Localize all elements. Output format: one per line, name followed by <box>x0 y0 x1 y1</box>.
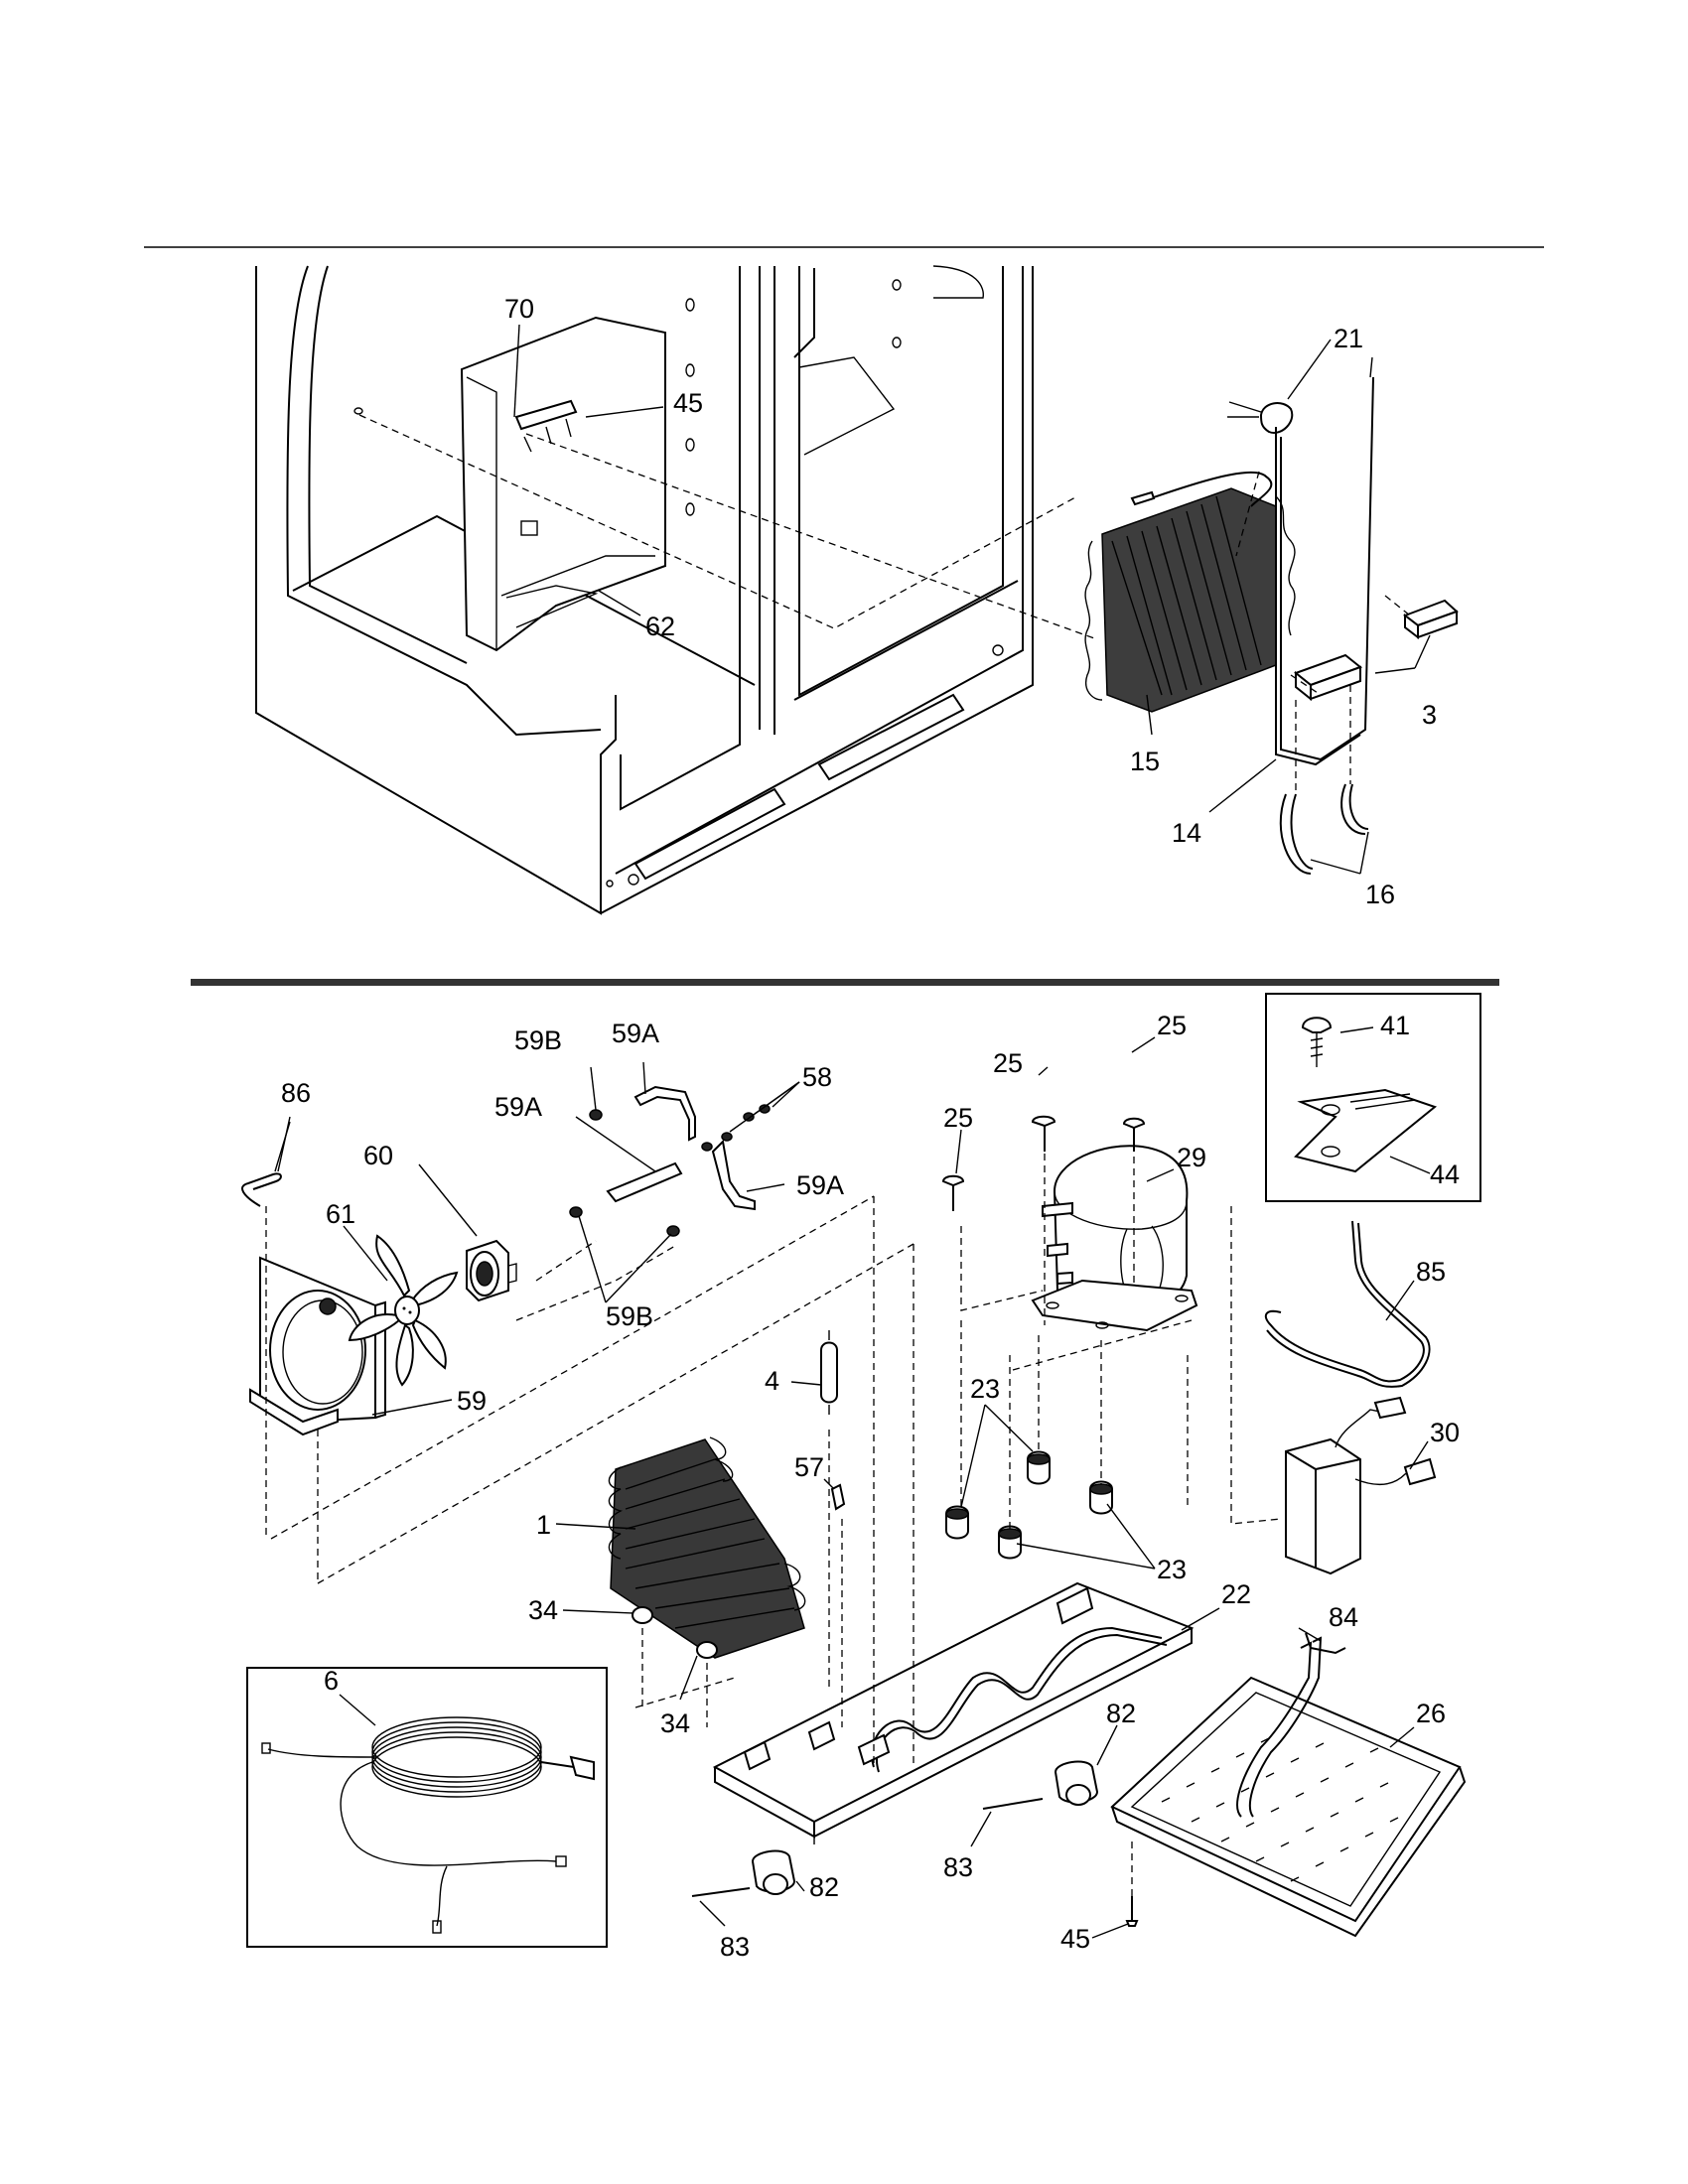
callout-59b-bottom: 59B <box>606 1301 653 1331</box>
base-pan-22 <box>712 1581 1195 1844</box>
bottom-callouts: 86 59B 59A 58 59A 60 61 59A 59B 59 25 25… <box>281 1011 1460 1962</box>
grommets-58 <box>701 1104 771 1152</box>
callout-26: 26 <box>1416 1699 1446 1728</box>
compressor-29 <box>1031 1145 1198 1332</box>
bottom-leaders <box>277 1036 1429 1939</box>
callout-34-bottom: 34 <box>660 1708 690 1738</box>
callout-82-left: 82 <box>809 1872 839 1902</box>
top-leaders <box>513 324 1431 875</box>
drier-4 <box>820 1330 838 1415</box>
spacers-34 <box>632 1606 718 1659</box>
callout-3: 3 <box>1422 700 1437 730</box>
callout-14: 14 <box>1172 818 1201 848</box>
callout-1: 1 <box>536 1510 551 1540</box>
screws-25 <box>941 1115 1146 1211</box>
grommets-23 <box>945 1450 1113 1560</box>
defrost-clips-16 <box>1279 783 1369 875</box>
feet-82 <box>751 1760 1099 1895</box>
fan-shroud-59 <box>249 1256 386 1436</box>
callout-29: 29 <box>1177 1143 1206 1172</box>
callout-84: 84 <box>1329 1602 1358 1632</box>
callout-25-mid: 25 <box>993 1048 1023 1078</box>
callout-25-left: 25 <box>943 1103 973 1133</box>
screw-45-bottom <box>1125 1896 1139 1927</box>
callout-58: 58 <box>802 1062 832 1092</box>
callout-34-top: 34 <box>528 1595 558 1625</box>
drain-tube-85 <box>1264 1220 1431 1388</box>
power-cord-inset: 6 <box>246 1666 608 1948</box>
callout-57: 57 <box>794 1452 824 1482</box>
callout-15: 15 <box>1130 747 1160 776</box>
bottom-guide-lines <box>265 1154 1282 1896</box>
callout-59a-right: 59A <box>796 1170 844 1200</box>
callout-83-left: 83 <box>720 1932 750 1962</box>
callout-22: 22 <box>1221 1579 1251 1609</box>
fan-blade-61 <box>348 1234 459 1387</box>
callout-45: 45 <box>673 388 703 418</box>
section-divider <box>191 979 1499 986</box>
callout-23-top: 23 <box>970 1374 1000 1404</box>
callout-25-right: 25 <box>1157 1011 1187 1040</box>
condenser-coil-1 <box>608 1436 806 1659</box>
callout-59b-top: 59B <box>514 1025 562 1055</box>
cabinet-illustration <box>255 265 1034 915</box>
callout-44: 44 <box>1430 1160 1460 1189</box>
callout-85: 85 <box>1416 1257 1446 1287</box>
terminator-3 <box>1293 599 1459 702</box>
callout-86: 86 <box>281 1078 311 1108</box>
callout-6: 6 <box>324 1666 339 1696</box>
callout-21: 21 <box>1334 324 1363 353</box>
evaporator-coil-15 <box>1084 471 1296 713</box>
callout-82-right: 82 <box>1106 1699 1136 1728</box>
callout-70: 70 <box>504 294 534 324</box>
callout-60: 60 <box>363 1141 393 1170</box>
top-guide-lines <box>358 414 1411 794</box>
callout-16: 16 <box>1365 880 1395 909</box>
callout-4: 4 <box>765 1366 779 1396</box>
callout-59a-top: 59A <box>612 1019 659 1048</box>
callout-45-bottom: 45 <box>1060 1924 1090 1954</box>
screw-bracket-inset: 41 44 <box>1265 993 1481 1202</box>
callout-62: 62 <box>645 612 675 641</box>
accumulator-21 <box>1227 401 1294 434</box>
fan-brackets-59a <box>606 1085 756 1211</box>
callout-41: 41 <box>1380 1011 1410 1040</box>
drain-pan-26 <box>1110 1636 1467 1938</box>
relay-30 <box>1285 1396 1437 1575</box>
tube-84 <box>1305 1632 1346 1655</box>
pins-83 <box>691 1798 1044 1897</box>
callout-59: 59 <box>457 1386 487 1416</box>
callout-30: 30 <box>1430 1418 1460 1447</box>
callout-23-bottom: 23 <box>1157 1555 1187 1584</box>
top-callouts: 70 45 62 21 3 15 14 16 <box>504 294 1437 909</box>
callout-61: 61 <box>326 1199 355 1229</box>
callout-83-right: 83 <box>943 1852 973 1882</box>
callout-59a-mid: 59A <box>494 1092 542 1122</box>
clip-86 <box>241 1121 291 1207</box>
fan-motor-60 <box>466 1239 517 1302</box>
clip-57 <box>830 1483 846 1511</box>
evaporator-cover-62 <box>460 316 666 652</box>
